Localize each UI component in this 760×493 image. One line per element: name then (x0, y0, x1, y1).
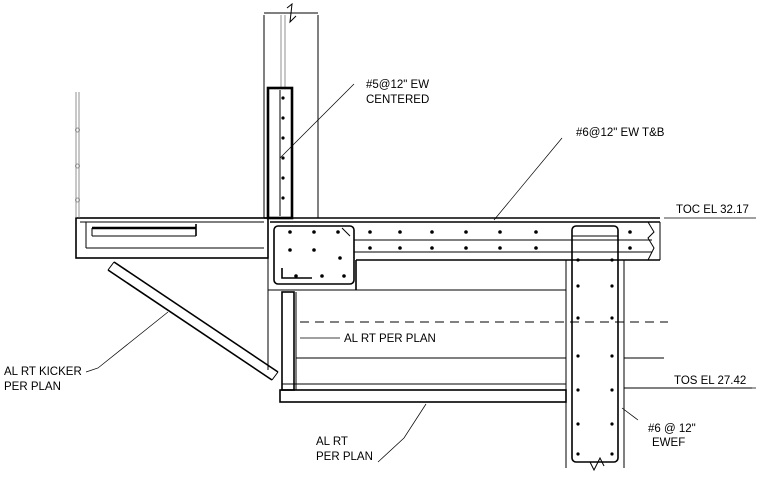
slab-rebar-line-1: #6@12" EW T&B (576, 127, 665, 139)
label-wall-rebar: #5@12" EW CENTERED (366, 79, 429, 106)
post-line-1: AL RT PER PLAN (344, 333, 436, 345)
upper-wall (263, 2, 319, 218)
column-rebar-line-2: EWEF (652, 437, 685, 449)
wall-rebar-cage (266, 86, 294, 220)
aluminum-kicker (107, 261, 279, 381)
beam-line-1: AL RT (316, 436, 348, 448)
aluminum-beam (279, 383, 567, 403)
toc-elevation-text: TOC EL 32.17 (676, 204, 749, 216)
tos-elevation-text: TOS EL 27.42 (674, 375, 746, 387)
kicker-line-1: AL RT KICKER (4, 366, 82, 378)
label-toc-elevation: TOC EL 32.17 (676, 204, 749, 216)
lower-structure (267, 289, 752, 389)
beam-line-2: PER PLAN (316, 451, 373, 463)
cantilever-deck (75, 92, 269, 259)
slab-rebar (273, 225, 652, 285)
label-kicker: AL RT KICKER PER PLAN (4, 366, 82, 393)
concrete-column (565, 225, 625, 472)
wall-rebar-line-1: #5@12" EW (366, 79, 429, 91)
label-post: AL RT PER PLAN (344, 333, 436, 345)
label-slab-rebar: #6@12" EW T&B (576, 127, 665, 139)
wall-rebar-line-2: CENTERED (366, 94, 429, 106)
aluminum-post (281, 291, 297, 391)
label-tos-elevation: TOS EL 27.42 (674, 375, 746, 387)
annotation-leaders (85, 83, 756, 463)
label-column-rebar: #6 @ 12" EWEF (648, 423, 696, 449)
column-rebar-line-1: #6 @ 12" (648, 423, 696, 435)
label-beam: AL RT PER PLAN (316, 436, 373, 463)
concrete-slab (264, 217, 661, 291)
kicker-line-2: PER PLAN (4, 381, 61, 393)
